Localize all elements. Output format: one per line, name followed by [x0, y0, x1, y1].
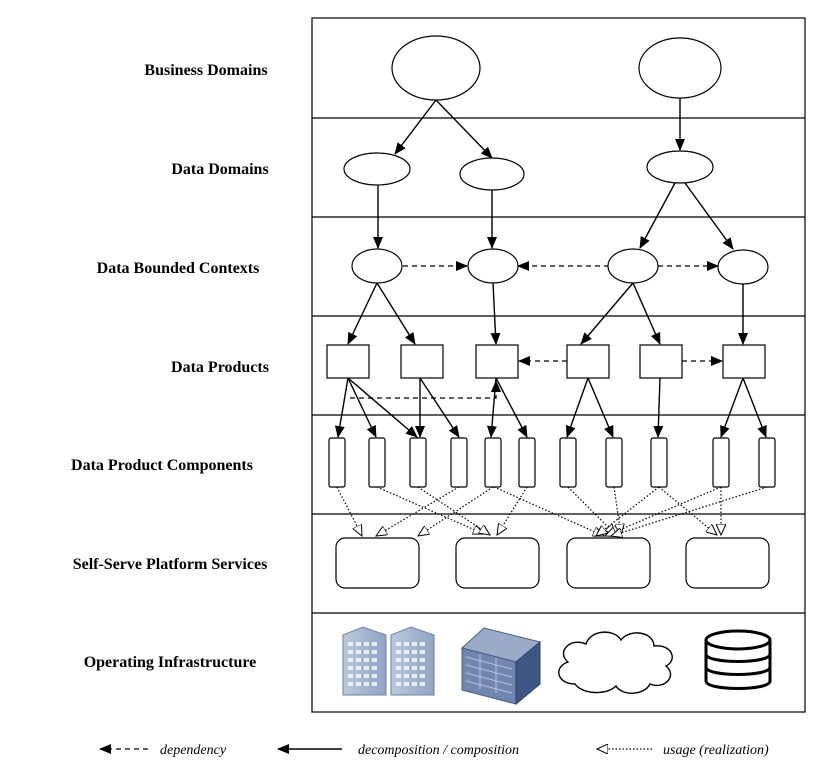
data-product-2 — [400, 344, 444, 379]
data-domain-3 — [646, 150, 714, 184]
layer-label-self-serve-platform-services: Self-Serve Platform Services — [73, 556, 268, 573]
component-7 — [559, 437, 577, 488]
platform-service-2 — [455, 537, 540, 589]
usage-components-to-platform — [336, 486, 768, 536]
legend-decomposition-label: decomposition / composition — [358, 743, 519, 758]
platform-service-4 — [685, 537, 770, 589]
edges-data-domains-to-contexts — [373, 182, 734, 250]
layer-grid — [311, 17, 806, 713]
data-product-3 — [475, 344, 519, 379]
bounded-context-nodes — [351, 248, 769, 285]
component-1 — [328, 437, 346, 488]
legend-dependency: dependency — [99, 743, 227, 758]
data-product-6 — [722, 344, 766, 379]
legend: dependency decomposition / composition u… — [99, 743, 769, 758]
legend-usage: usage (realization) — [597, 743, 769, 758]
edges-business-to-data-domains — [394, 98, 685, 159]
component-10 — [712, 437, 730, 488]
data-product-nodes — [326, 344, 766, 379]
platform-service-1 — [335, 537, 420, 589]
data-product-4 — [566, 344, 610, 379]
platform-service-nodes — [335, 537, 770, 589]
layer-label-data-domains: Data Domains — [171, 161, 268, 178]
data-domain-nodes — [343, 150, 714, 191]
edges-products-to-components — [334, 377, 767, 438]
layer-label-data-product-components: Data Product Components — [71, 457, 253, 474]
business-domain-2 — [638, 37, 722, 99]
cloud-icon — [558, 631, 673, 694]
component-6 — [518, 437, 536, 488]
component-3 — [409, 437, 427, 488]
data-product-1 — [326, 344, 370, 379]
layer-label-data-bounded-contexts: Data Bounded Contexts — [97, 260, 260, 277]
business-domain-1 — [391, 35, 481, 101]
dependencies-products — [350, 356, 723, 399]
component-5 — [484, 437, 502, 488]
component-4 — [450, 437, 468, 488]
layer-label-data-products: Data Products — [171, 359, 269, 376]
server-rack-icon — [460, 627, 542, 706]
component-9 — [650, 437, 668, 488]
bounded-context-3 — [607, 248, 659, 284]
layer-label-operating-infrastructure: Operating Infrastructure — [84, 654, 257, 671]
component-2 — [368, 437, 386, 488]
bounded-context-2 — [467, 248, 519, 284]
component-8 — [605, 437, 623, 488]
bounded-context-4 — [717, 249, 769, 285]
layer-label-business-domains: Business Domains — [144, 62, 267, 79]
database-icon — [704, 629, 772, 690]
legend-decomposition: decomposition / composition — [277, 743, 519, 758]
component-nodes — [328, 437, 776, 488]
building-icon — [342, 626, 435, 696]
edges-contexts-to-products — [347, 282, 748, 345]
data-domain-2 — [459, 157, 525, 191]
bounded-context-1 — [351, 248, 403, 284]
component-11 — [758, 437, 776, 488]
legend-usage-label: usage (realization) — [663, 743, 769, 758]
platform-service-3 — [566, 537, 651, 589]
data-product-5 — [639, 344, 683, 379]
data-domain-1 — [343, 152, 411, 186]
business-domain-nodes — [391, 35, 722, 101]
legend-dependency-label: dependency — [160, 743, 227, 758]
